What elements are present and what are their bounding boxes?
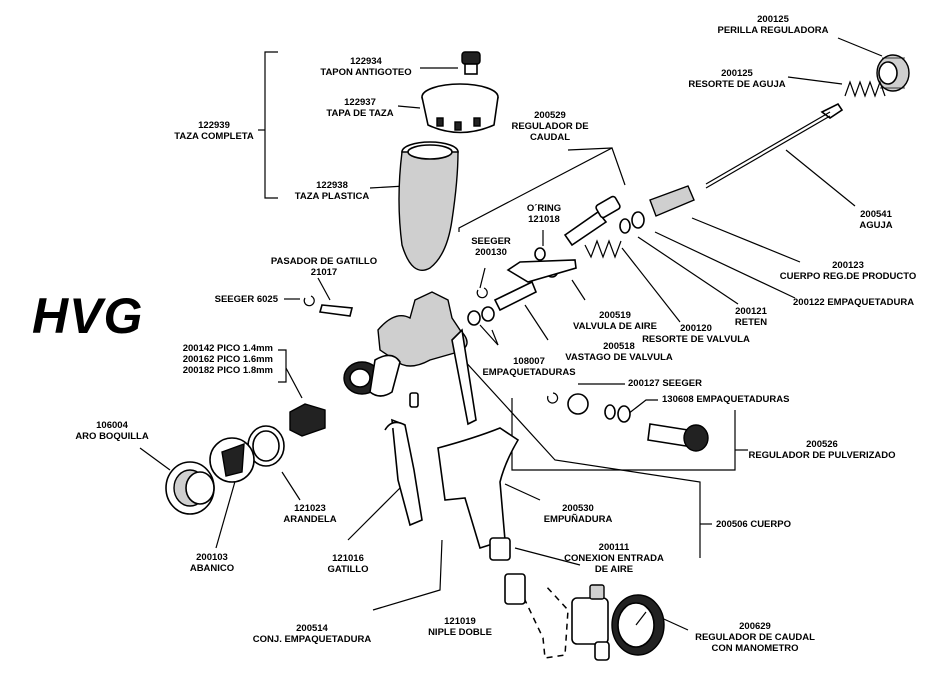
label-empaquetadura-200122: 200122 EMPAQUETADURA: [793, 297, 915, 308]
leader-lines: [139, 37, 883, 659]
label-seeger-6025: SEEGER 6025: [214, 294, 278, 305]
label-empaquetaduras-130608: 130608 EMPAQUETADURAS: [662, 394, 790, 405]
brand-logo: HVG: [32, 288, 144, 344]
part-drawings: [165, 51, 910, 661]
label-seeger-200127: 200127 SEEGER: [628, 378, 702, 389]
label-cuerpo: 200506 CUERPO: [716, 519, 791, 530]
